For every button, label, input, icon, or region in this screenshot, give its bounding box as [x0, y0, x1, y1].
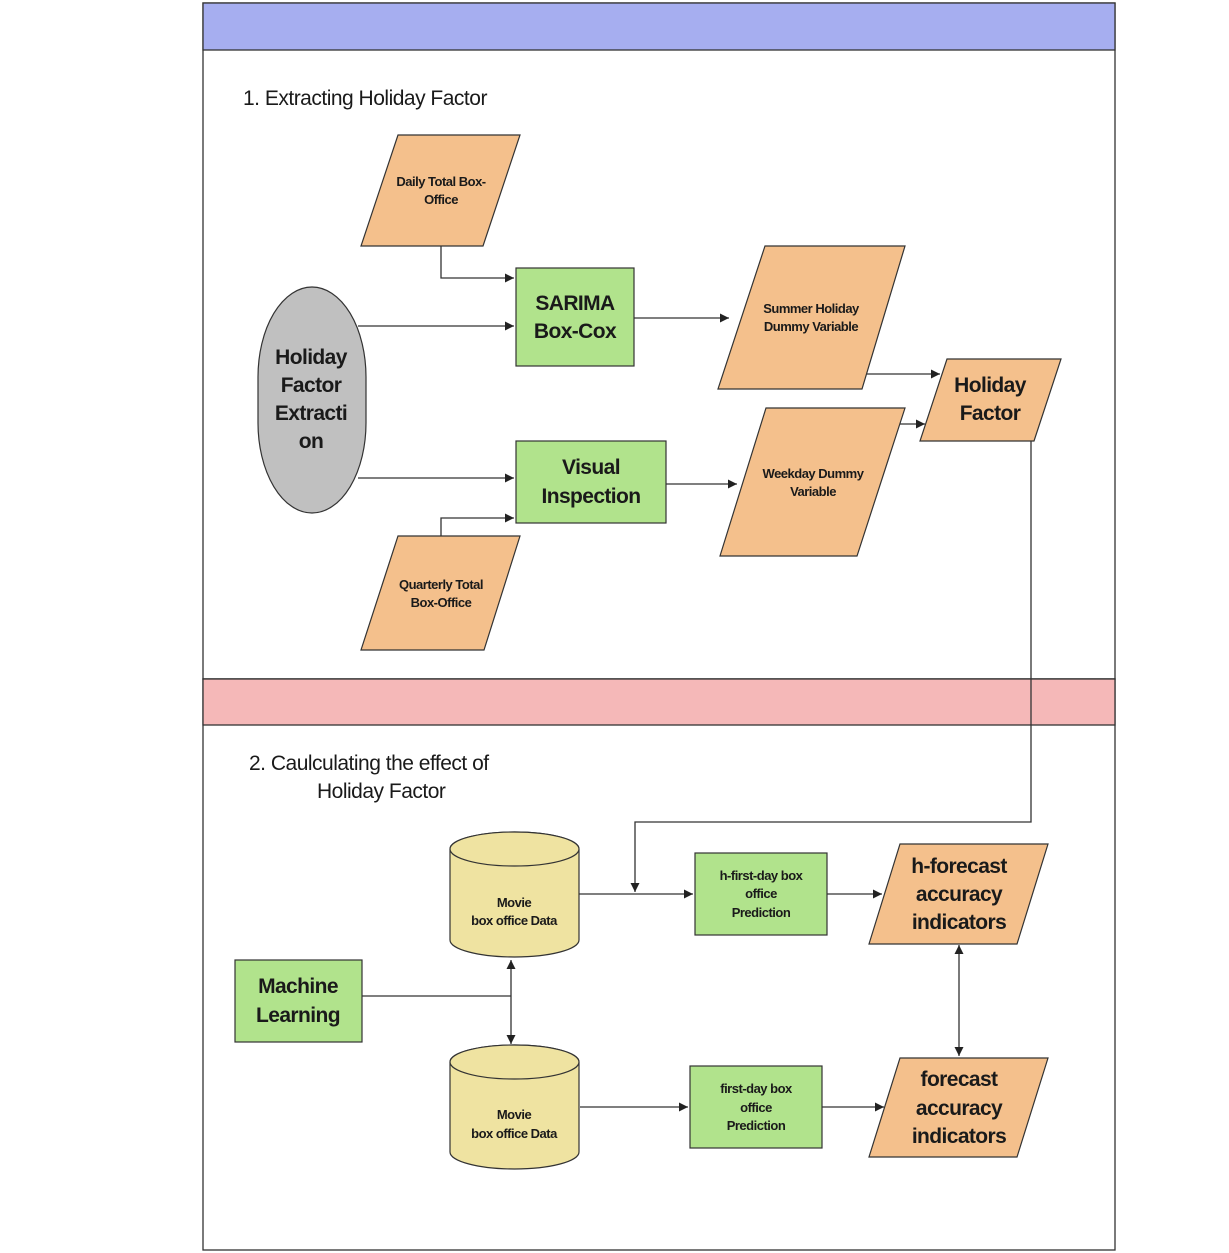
node-quarterly-line2: Box-Office [411, 595, 472, 610]
node-h-prediction-line1: h-first-day box [720, 868, 804, 883]
node-h-prediction-line2: office [745, 886, 777, 901]
node-movie-db-top: Movie box office Data [449, 831, 580, 958]
node-daily-box-office: Daily Total Box- Office [360, 134, 521, 247]
node-extraction-line2: Factor [281, 374, 342, 397]
node-summer-line2: Dummy Variable [764, 319, 858, 334]
node-first-day-prediction: first-day box office Prediction [689, 1065, 823, 1149]
node-movie-db-bottom-line1: Movie [497, 1107, 532, 1122]
node-quarterly-line1: Quarterly Total [399, 577, 483, 592]
node-machine-learning: Machine Learning [234, 959, 363, 1043]
node-prediction-line2: office [740, 1100, 772, 1115]
node-ml-line2: Learning [256, 1004, 340, 1027]
node-holiday-factor-line2: Factor [960, 402, 1021, 425]
node-movie-db-top-line1: Movie [497, 895, 532, 910]
node-h-first-day-prediction: h-first-day box office Prediction [694, 852, 828, 936]
edge-daily-to-sarima [440, 246, 514, 283]
node-visual-line2: Inspection [541, 485, 640, 508]
section-1-title: 1. Extracting Holiday Factor [243, 87, 487, 110]
node-movie-db-top-line2: box office Data [471, 913, 558, 928]
node-weekday-dummy: Weekday Dummy Variable [719, 407, 906, 557]
node-extraction-line4: on [299, 430, 323, 453]
node-holiday-factor-extraction: Holiday Factor Extracti on [257, 286, 367, 514]
node-visual-inspection: Visual Inspection [515, 440, 667, 524]
node-summer-line1: Summer Holiday [763, 301, 860, 316]
node-sarima-line2: Box-Cox [534, 320, 617, 343]
node-holiday-factor-line1: Holiday [954, 374, 1027, 397]
node-quarterly-box-office: Quarterly Total Box-Office [360, 535, 521, 651]
node-indicators-line2: accuracy [916, 1097, 1003, 1120]
section-2-title-line1: 2. Caulculating the effect of [249, 752, 489, 775]
node-h-indicators-line1: h-forecast [911, 855, 1007, 878]
node-h-forecast-indicators: h-forecast accuracy indicators [868, 843, 1049, 945]
node-movie-db-bottom: Movie box office Data [449, 1044, 580, 1170]
node-extraction-line3: Extracti [275, 402, 347, 425]
node-daily-box-office-line2: Office [424, 192, 458, 207]
node-indicators-line3: indicators [912, 1125, 1006, 1148]
node-summer-holiday-dummy: Summer Holiday Dummy Variable [717, 245, 906, 390]
node-weekday-line2: Variable [790, 484, 836, 499]
node-extraction-line1: Holiday [275, 346, 348, 369]
node-ml-line1: Machine [258, 975, 338, 998]
node-movie-db-bottom-line2: box office Data [471, 1126, 558, 1141]
node-h-prediction-line3: Prediction [732, 905, 791, 920]
node-visual-line1: Visual [562, 456, 620, 479]
node-sarima-line1: SARIMA [535, 292, 615, 315]
node-weekday-line1: Weekday Dummy [763, 466, 865, 481]
node-prediction-line3: Prediction [727, 1118, 786, 1133]
node-daily-box-office-line1: Daily Total Box- [396, 174, 485, 189]
node-h-indicators-line3: indicators [912, 911, 1006, 934]
node-prediction-line1: first-day box [720, 1081, 793, 1096]
node-indicators-line1: forecast [921, 1068, 999, 1091]
edge-quarterly-to-visual [440, 513, 514, 536]
node-holiday-factor: Holiday Factor [919, 358, 1062, 442]
node-h-indicators-line2: accuracy [916, 883, 1003, 906]
node-sarima-box-cox: SARIMA Box-Cox [515, 267, 635, 367]
section-2-header [202, 678, 1116, 726]
edge-holiday-to-prediction [630, 441, 1032, 892]
section-1-header [202, 2, 1116, 51]
section-2-title-line2: Holiday Factor [317, 780, 446, 803]
node-forecast-indicators: forecast accuracy indicators [868, 1057, 1049, 1158]
